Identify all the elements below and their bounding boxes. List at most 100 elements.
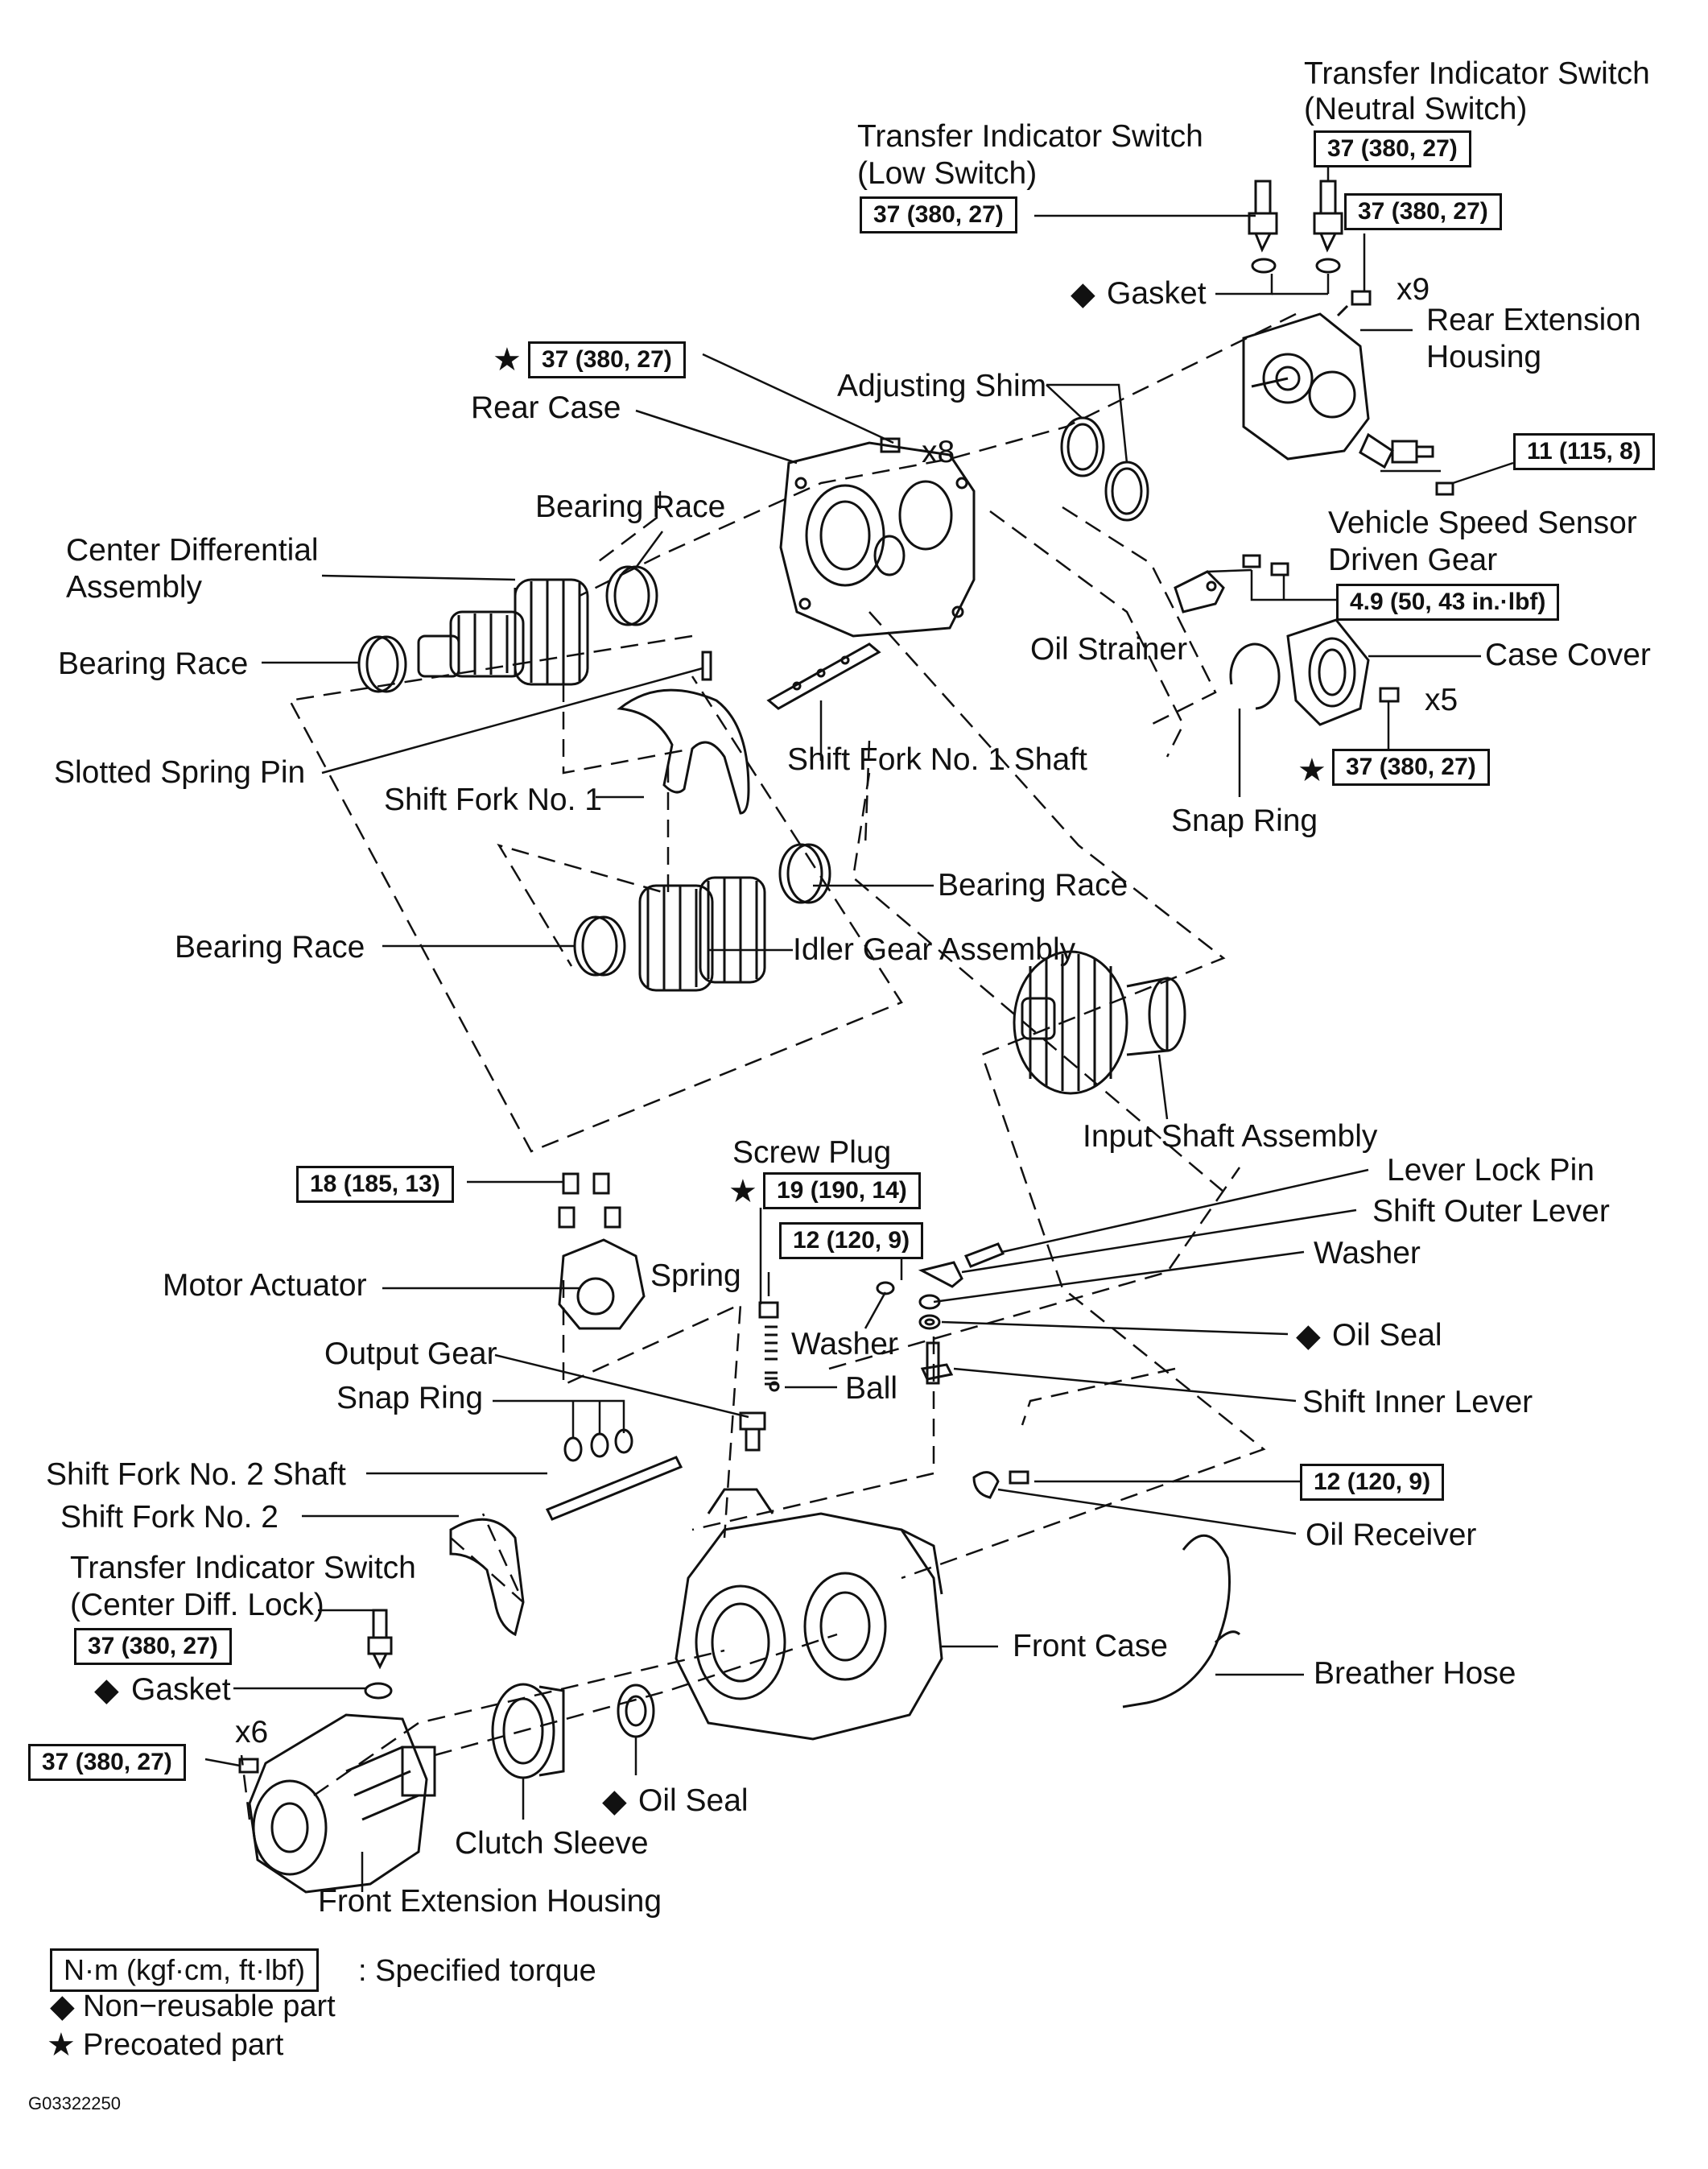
label-slotted-spring-pin: Slotted Spring Pin (54, 755, 306, 790)
shift-fork-no1-part (617, 688, 750, 815)
oil-receiver-part (972, 1470, 1029, 1499)
label-washer-mid: Washer (791, 1327, 898, 1361)
front-case-part (675, 1488, 943, 1741)
bolt-small (1379, 687, 1400, 703)
torque-screw-plug: 19 (190, 14) (763, 1172, 921, 1209)
label-output-gear: Output Gear (324, 1337, 497, 1371)
oil-seal-part (918, 1314, 941, 1330)
leader-lines (204, 165, 1514, 1892)
shift-outer-lever-part (918, 1261, 963, 1288)
label-shift-fork-no2: Shift Fork No. 2 (60, 1500, 278, 1535)
label-x8: x8 (922, 435, 955, 469)
torque-low-switch: 37 (380, 27) (860, 196, 1017, 233)
low-switch-part (1248, 180, 1278, 253)
label-gasket-top: Gasket (1107, 276, 1207, 311)
label-motor-actuator: Motor Actuator (163, 1268, 367, 1303)
label-rear-extension-housing-2: Housing (1426, 340, 1542, 374)
front-extension-housing-part (248, 1713, 436, 1894)
label-ball: Ball (845, 1371, 898, 1406)
label-idler-gear-assembly: Idler Gear Assembly (793, 932, 1076, 967)
label-lever-lock-pin: Lever Lock Pin (1387, 1153, 1595, 1188)
label-shift-fork-no1: Shift Fork No. 1 (384, 783, 602, 817)
label-bearing-race-3: Bearing Race (938, 868, 1128, 903)
label-transfer-indicator-cdl-sub: (Center Diff. Lock) (70, 1588, 324, 1622)
snap-ring-part (563, 1428, 633, 1462)
nonreusable-symbol: ◆ (94, 1672, 119, 1708)
label-rear-case: Rear Case (471, 390, 621, 425)
torque-shift-lever-nut: 12 (120, 9) (779, 1222, 924, 1259)
bearing-race-part (357, 635, 407, 693)
label-clutch-sleeve: Clutch Sleeve (455, 1826, 649, 1861)
case-cover-part (1286, 618, 1370, 726)
washer-part (876, 1281, 941, 1310)
legend-precoated-desc: Precoated part (83, 2028, 284, 2062)
torque-rear-case-bolts: 37 (380, 27) (528, 341, 686, 378)
precoated-symbol: ★ (493, 342, 522, 378)
torque-oil-receiver: 12 (120, 9) (1300, 1464, 1445, 1501)
label-x9: x9 (1397, 272, 1430, 307)
center-diff-switch-part (367, 1609, 393, 1670)
label-transfer-indicator-low-sub: (Low Switch) (857, 156, 1038, 191)
gasket-ring (1251, 258, 1277, 274)
label-oil-strainer: Oil Strainer (1030, 632, 1188, 667)
oil-seal-part (617, 1684, 655, 1738)
precoated-symbol: ★ (1298, 753, 1326, 788)
ball-part (769, 1381, 780, 1392)
torque-speed-sensor: 11 (115, 8) (1513, 433, 1655, 470)
nonreusable-symbol: ◆ (602, 1783, 627, 1819)
label-front-case: Front Case (1013, 1629, 1168, 1663)
label-shift-fork-no2-shaft: Shift Fork No. 2 Shaft (46, 1457, 346, 1492)
bolt-small (1242, 554, 1289, 576)
precoated-symbol: ★ (728, 1174, 757, 1209)
bolt-small (1336, 290, 1372, 317)
label-bearing-race-4: Bearing Race (175, 930, 365, 965)
torque-motor-actuator: 18 (185, 13) (296, 1166, 454, 1203)
nonreusable-symbol: ◆ (50, 1989, 75, 2024)
output-gear-part (739, 1411, 766, 1452)
motor-actuator-part (558, 1238, 646, 1330)
label-vehicle-speed-sensor-2: Driven Gear (1328, 543, 1498, 577)
bolt-small (558, 1172, 621, 1229)
assembly-centerlines (240, 312, 1297, 1820)
center-differential-part (417, 578, 589, 686)
label-center-differential-2: Assembly (66, 570, 203, 605)
label-x5: x5 (1425, 683, 1458, 717)
label-bearing-race-1: Bearing Race (535, 490, 726, 524)
gasket-ring (364, 1682, 393, 1700)
slotted-spring-pin-part (701, 651, 712, 681)
label-oil-seal-right: Oil Seal (1332, 1318, 1442, 1353)
nonreusable-symbol: ◆ (1296, 1318, 1321, 1353)
label-front-extension-housing: Front Extension Housing (318, 1884, 662, 1919)
label-oil-receiver: Oil Receiver (1306, 1518, 1477, 1552)
clutch-sleeve-part (491, 1683, 565, 1779)
bearing-race-part (573, 915, 626, 977)
input-shaft-assembly-part (1013, 950, 1186, 1095)
label-input-shaft-assembly: Input Shaft Assembly (1083, 1119, 1378, 1154)
lever-lock-pin-part (963, 1242, 1005, 1268)
nonreusable-symbol: ◆ (1071, 276, 1095, 312)
legend-torque-unit-box: N·m (kgf·cm, ft·lbf) (50, 1948, 319, 1992)
snap-ring-part (1229, 642, 1281, 710)
label-transfer-indicator-cdl: Transfer Indicator Switch (70, 1551, 416, 1585)
label-breather-hose: Breather Hose (1314, 1656, 1516, 1691)
label-shift-inner-lever: Shift Inner Lever (1302, 1385, 1533, 1419)
label-transfer-indicator-neutral-sub: (Neutral Switch) (1304, 92, 1528, 126)
spring-part (765, 1325, 778, 1361)
legend-torque-desc: : Specified torque (358, 1954, 596, 1988)
screw-plug-part (758, 1301, 779, 1319)
figure-code: G03322250 (28, 2093, 121, 2113)
label-shift-outer-lever: Shift Outer Lever (1372, 1194, 1610, 1229)
label-gasket-bottom: Gasket (131, 1672, 231, 1707)
label-transfer-indicator-neutral: Transfer Indicator Switch (1304, 56, 1650, 91)
oil-strainer-part (1174, 570, 1225, 614)
shift-fork-no2-shaft-part (545, 1456, 683, 1521)
label-shift-fork-no1-shaft: Shift Fork No. 1 Shaft (787, 742, 1087, 777)
torque-center-diff-switch: 37 (380, 27) (74, 1628, 232, 1665)
label-bearing-race-2: Bearing Race (58, 647, 249, 681)
bearing-race-part (778, 843, 831, 904)
bearing-race-part (605, 565, 658, 626)
label-case-cover: Case Cover (1485, 638, 1651, 672)
rear-case-part (779, 441, 976, 638)
neutral-switch-part (1313, 180, 1343, 253)
